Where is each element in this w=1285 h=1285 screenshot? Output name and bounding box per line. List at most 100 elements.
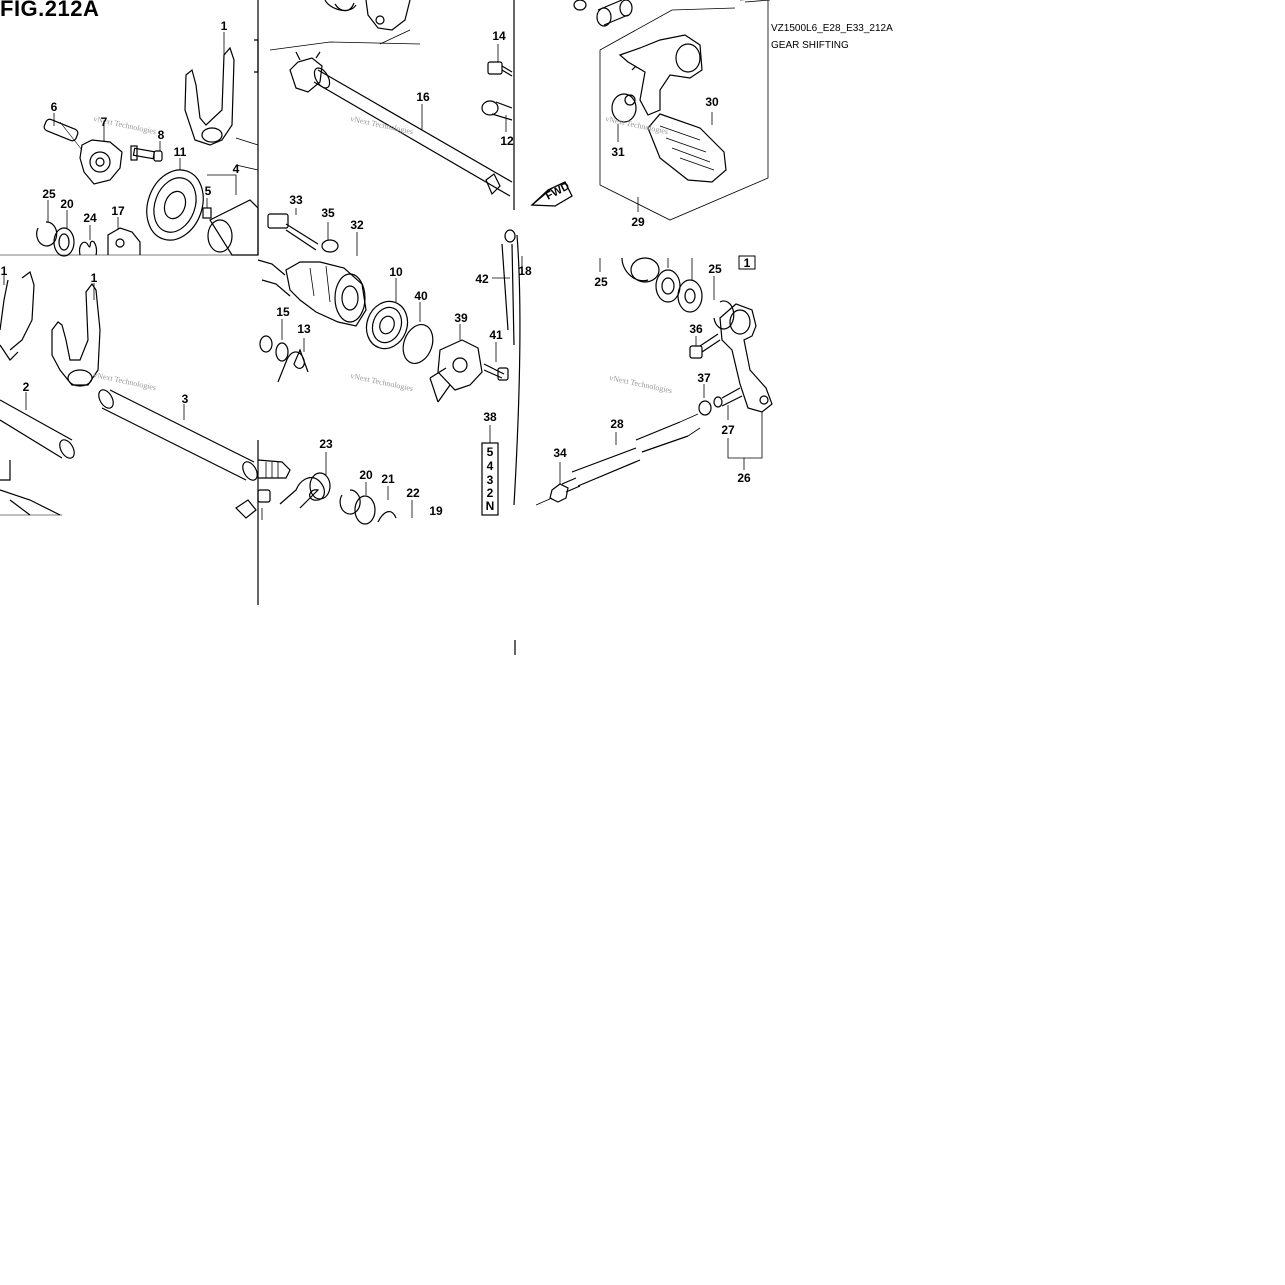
washer-22	[377, 500, 413, 523]
callout-label: 3	[182, 392, 189, 406]
callout-label: 42	[475, 272, 489, 286]
nut-37	[698, 384, 743, 416]
gearshift-cam-drum	[257, 259, 367, 327]
callout-label: 34	[553, 446, 567, 460]
shift-fork-center	[51, 282, 101, 387]
bolt-36	[689, 333, 721, 359]
callout-label: 40	[414, 289, 428, 303]
shift-fork-left	[0, 270, 35, 361]
callout-label: 14	[492, 29, 506, 43]
washer-15	[259, 319, 289, 362]
gear-indicator-label: 3	[487, 473, 494, 487]
bolt-lower-middle	[235, 489, 271, 520]
shift-fork-top	[184, 32, 235, 146]
callout-label: 41	[489, 328, 503, 342]
o-ring-40	[402, 302, 434, 364]
shift-cam-stopper-bolt	[43, 113, 83, 151]
callout-label: 28	[610, 417, 624, 431]
bolt-8	[130, 141, 163, 162]
gearshift-lever-pedal	[618, 34, 703, 116]
spring-13	[277, 338, 309, 383]
callout-label: 37	[697, 371, 711, 385]
callout-label: 18	[518, 264, 532, 278]
bolt-41	[483, 342, 509, 381]
gear-position-switch-39	[429, 324, 483, 403]
bolt-14	[487, 44, 513, 77]
callout-label: 8	[158, 128, 165, 142]
circlip-25-right	[713, 276, 735, 330]
diagram-name: GEAR SHIFTING	[771, 40, 849, 51]
shift-fork-shaft-3	[98, 389, 258, 481]
shaft-spline-23	[257, 452, 331, 509]
washer-20-left	[53, 210, 75, 257]
gear-indicator-label: 4	[487, 459, 494, 473]
callout-label: 25	[594, 275, 608, 289]
gearshift-shaft-16	[313, 67, 513, 197]
circlip-20-middle	[339, 482, 367, 515]
callout-label: 10	[389, 265, 403, 279]
watermark: vNext Technologies	[609, 373, 673, 395]
callout-label: 31	[611, 145, 625, 159]
callout-label: 25	[708, 262, 722, 276]
callout-label: 7	[101, 115, 108, 129]
callout-label: 23	[319, 437, 333, 451]
callout-label: 1	[91, 271, 98, 285]
callout-label: 1	[221, 19, 228, 33]
lower-left-fragment	[0, 460, 61, 516]
link-rod-28	[561, 413, 701, 493]
callout-label: 30	[705, 95, 719, 109]
washer-21	[354, 486, 389, 525]
callout-label: 15	[276, 305, 290, 319]
figure-title: FIG.212A	[0, 0, 100, 21]
gear-indicator-label: 2	[487, 486, 494, 500]
gear-indicator-labels: 5 4 3 2 N	[486, 445, 495, 513]
callout-label: 5	[205, 184, 212, 198]
callout-label: 19	[429, 504, 443, 518]
bolt-31	[611, 93, 637, 142]
bearing-right	[599, 257, 703, 313]
callout-label: 29	[631, 215, 645, 229]
watermark: vNext Technologies	[350, 371, 414, 393]
spring-24	[79, 225, 98, 256]
callout-label: 20	[359, 468, 373, 482]
diagram-code: VZ1500L6_E28_E33_212A	[771, 23, 893, 34]
watermark: vNext Technologies	[605, 114, 669, 136]
gear-indicator-label: N	[486, 499, 495, 513]
callout-label: 38	[483, 410, 497, 424]
callout-label: 39	[454, 311, 468, 325]
gearshift-link-arm-26	[719, 303, 773, 413]
fwd-arrow	[530, 181, 573, 207]
callouts: 1 6 7 8 11 4 5 25 20 24 17 1 1 2 3 16 14…	[1, 19, 751, 518]
washer-35	[321, 222, 339, 253]
washer-top-right	[573, 0, 633, 27]
watermark: vNext Technologies	[93, 370, 157, 392]
callout-box	[738, 255, 756, 270]
bushing-12	[481, 100, 513, 132]
callout-label: 20	[60, 197, 74, 211]
callout-label: 32	[350, 218, 364, 232]
callout-label: 33	[289, 193, 303, 207]
callout-label: 16	[416, 90, 430, 104]
nut-34	[535, 462, 569, 506]
callout-label: 27	[721, 423, 735, 437]
callout-label: 22	[406, 486, 420, 500]
callout-label: 6	[51, 100, 58, 114]
callout-label: 4	[233, 162, 240, 176]
callout-label: 35	[321, 206, 335, 220]
gear-indicator-38	[481, 425, 499, 516]
gearshift-cam-4	[202, 137, 259, 256]
callout-label: 13	[297, 322, 311, 336]
callout-label: 17	[111, 204, 125, 218]
plate-17	[107, 217, 141, 255]
watermark: vNext Technologies	[350, 114, 414, 136]
callout-label: 36	[689, 322, 703, 336]
callout-label: 25	[42, 187, 56, 201]
footrest-rubber-30	[647, 112, 727, 183]
bearing-10	[365, 278, 409, 350]
pedal-rubber-frame	[599, 0, 771, 221]
shift-fork-shaft-2	[0, 392, 75, 459]
cam-parts-top-middle	[254, 0, 421, 93]
circlip-25-left	[36, 200, 58, 247]
